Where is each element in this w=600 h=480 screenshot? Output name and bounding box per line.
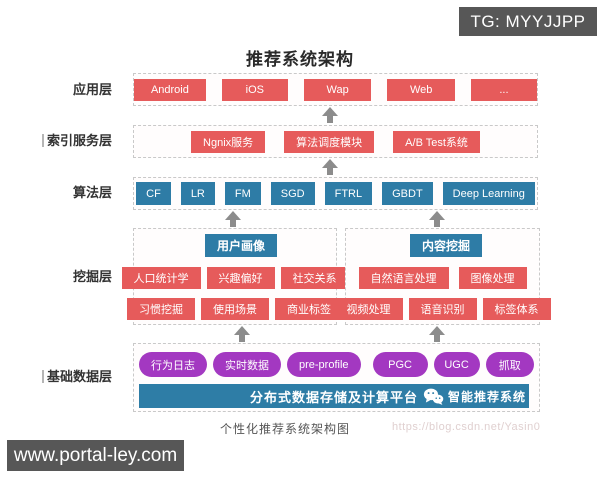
algo-box: Deep Learning [442,182,535,205]
layer-label-index-service: 索引服务层 [0,131,112,151]
mining-group-title: 内容挖掘 [410,234,483,257]
mining-box: 兴趣偏好 [206,267,275,289]
algo-box: CF [136,182,171,205]
base-data-layer-row: 行为日志 实时数据 pre-profile PGC UGC 抓取 分布式数据存储… [133,343,540,412]
mining-box: 图像处理 [458,267,527,289]
platform-label: 分布式数据存储及计算平台 [249,389,418,405]
layer-label-text: 算法层 [72,185,112,200]
watermark-bottom-left: www.portal-ley.com [7,440,184,471]
up-arrow [322,107,338,123]
mining-box: 标签体系 [482,298,551,320]
index-box: 算法调度模块 [284,130,375,153]
layer-label-mining: 挖掘层 [0,267,112,287]
algo-box: FTRL [324,182,373,205]
wechat-icon [423,388,444,405]
label-tick [41,134,44,147]
index-box: A/B Test系统 [393,130,480,153]
brand-label: 智能推荐系统 [447,389,526,404]
app-box: ... [470,78,538,101]
data-pill: UGC [433,352,480,377]
algo-box: LR [180,182,215,205]
data-pill: 行为日志 [139,352,207,377]
app-box: Wap [303,78,372,101]
label-tick [41,370,44,383]
app-box: Android [134,78,206,101]
diagram-title: 推荐系统架构 [246,50,354,69]
mining-box: 使用场景 [201,298,269,320]
up-arrow [429,211,445,227]
layer-label-text: 索引服务层 [46,133,112,148]
brand-badge: 智能推荐系统 [423,384,526,408]
mining-group-title: 用户画像 [205,234,278,257]
layer-label-text: 应用层 [72,82,112,97]
base-data-pills: 行为日志 实时数据 pre-profile PGC UGC 抓取 [139,352,534,377]
algorithm-layer-row: CF LR FM SGD FTRL GBDT Deep Learning [133,177,538,210]
watermark-top-right: TG: MYYJJPP [459,7,597,36]
app-box: iOS [221,78,288,101]
algo-box: SGD [270,182,315,205]
index-box: Ngnix服务 [191,130,266,153]
mining-box: 社交关系 [280,267,349,289]
up-arrow [322,159,338,175]
mining-box: 视频处理 [334,298,403,320]
diagram-caption: 个性化推荐系统架构图 [219,422,350,436]
index-service-layer-row: Ngnix服务 算法调度模块 A/B Test系统 [133,125,538,158]
mining-box: 商业标签 [275,298,343,320]
layer-label-base-data: 基础数据层 [0,367,112,387]
data-pill: pre-profile [287,352,361,377]
layer-label-application: 应用层 [0,80,112,100]
layer-label-text: 基础数据层 [46,369,112,384]
mining-box: 人口统计学 [121,267,201,289]
data-pill: 抓取 [485,352,534,377]
mining-group-content-mining: 内容挖掘 自然语言处理 图像处理 视频处理 语音识别 标签体系 [334,228,551,325]
algo-box: GBDT [382,182,433,205]
layer-label-algorithm: 算法层 [0,183,112,203]
app-box: Web [387,78,455,101]
watermark-url: https://blog.csdn.net/Yasin0 [392,421,541,433]
up-arrow [429,326,445,342]
layer-label-text: 挖掘层 [72,269,112,284]
mining-box: 自然语言处理 [358,267,449,289]
application-layer-row: Android iOS Wap Web ... [133,73,538,106]
mining-box: 习惯挖掘 [127,298,195,320]
algo-box: FM [224,182,261,205]
up-arrow [234,326,250,342]
mining-box: 语音识别 [408,298,477,320]
up-arrow [225,211,241,227]
data-pill: PGC [372,352,428,377]
data-pill: 实时数据 [213,352,281,377]
platform-bar: 分布式数据存储及计算平台 智能推荐系统 [139,384,529,408]
mining-group-user-profile: 用户画像 人口统计学 兴趣偏好 社交关系 习惯挖掘 使用场景 商业标签 [121,228,349,325]
